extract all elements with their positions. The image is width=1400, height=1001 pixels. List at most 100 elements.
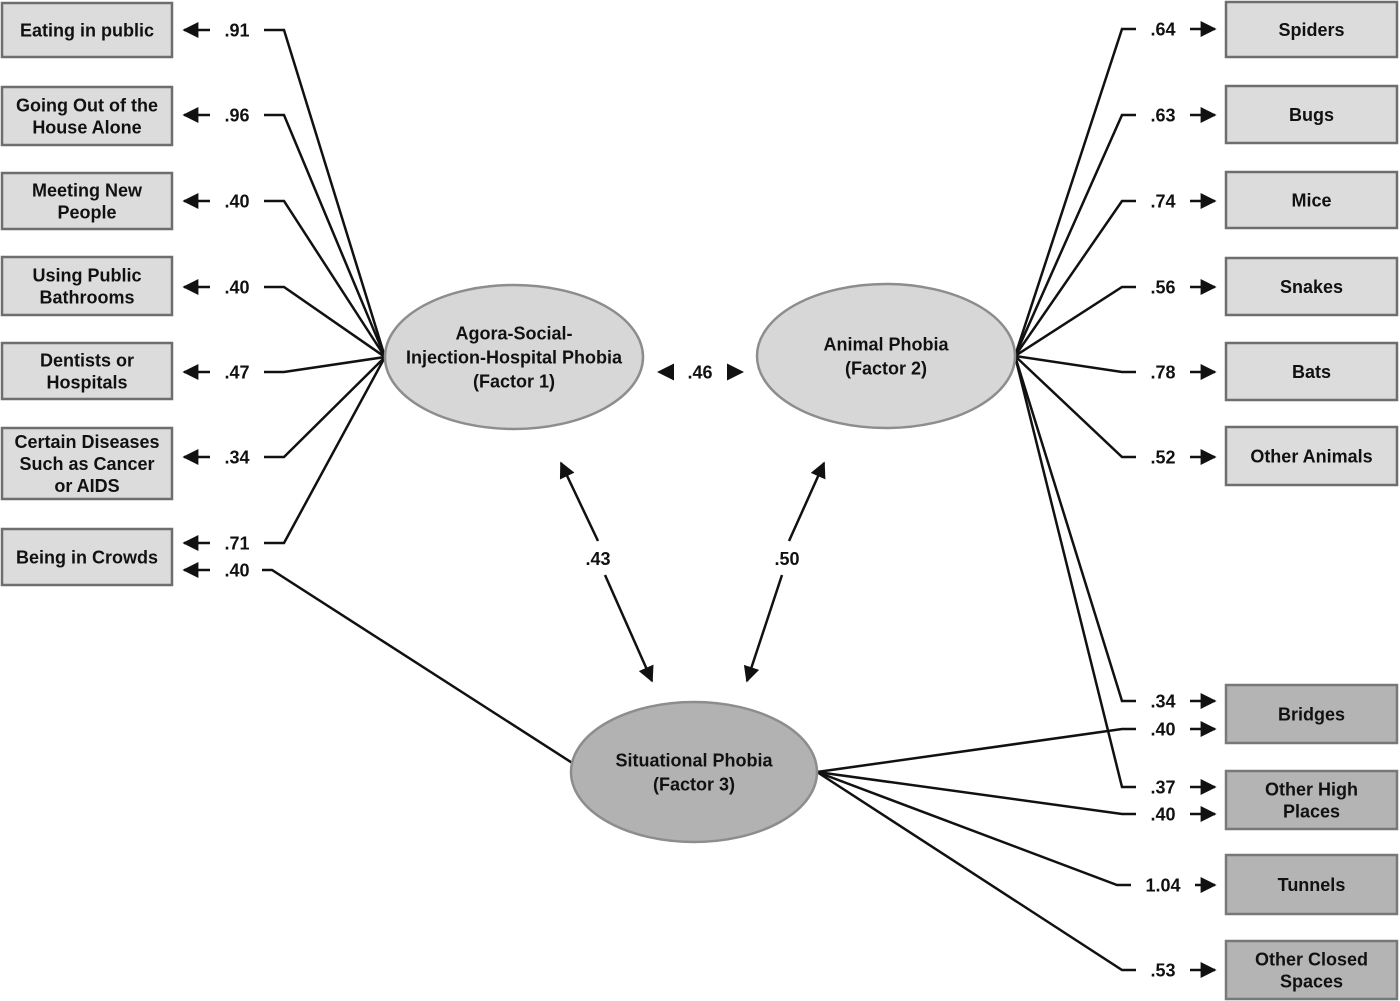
indicator-label-other-high-places-line: Places bbox=[1283, 802, 1340, 822]
loading-factor1-certain-diseases-such-as-cancer-or-aids: .34 bbox=[224, 448, 249, 468]
loading-factor3-other-high-places: .40 bbox=[1150, 805, 1175, 825]
loading-factor2-bridges: .34 bbox=[1150, 692, 1175, 712]
indicator-label-meeting-new-people-line: People bbox=[57, 203, 116, 223]
loading-factor1-being-in-crowds: .71 bbox=[224, 534, 249, 554]
edge-factor1-going-out-of-the-house-alone bbox=[264, 113, 387, 358]
indicator-label-snakes: Snakes bbox=[1280, 277, 1343, 297]
edge-factor2-spiders bbox=[1013, 27, 1136, 357]
indicator-box-using-public-bathrooms bbox=[0, 255, 174, 317]
indicator-label-other-closed-spaces-line: Other Closed bbox=[1255, 950, 1368, 970]
loading-factor1-dentists-or-hospitals: .47 bbox=[224, 363, 249, 383]
loading-factor2-other-animals: .52 bbox=[1150, 448, 1175, 468]
edge-factor1-using-public-bathrooms bbox=[264, 285, 386, 359]
loading-factor2-mice: .74 bbox=[1150, 192, 1175, 212]
indicator-box-meeting-new-people bbox=[0, 171, 174, 231]
indicator-label-mice: Mice bbox=[1291, 191, 1331, 211]
edge-factor3-tunnels bbox=[816, 770, 1131, 887]
indicator-box-going-out-of-the-house-alone bbox=[0, 85, 174, 147]
edge-factor2-bridges bbox=[1013, 355, 1136, 703]
indicator-box-other-closed-spaces bbox=[1224, 939, 1399, 1001]
indicator-label-bats: Bats bbox=[1292, 362, 1331, 382]
loading-factor2-snakes: .56 bbox=[1150, 278, 1175, 298]
indicator-label-using-public-bathrooms-line: Using Public bbox=[32, 266, 141, 286]
indicator-label-certain-diseases-such-as-cancer-or-aids-line: or AIDS bbox=[54, 476, 119, 496]
edge-factor3-other-closed-spaces bbox=[816, 770, 1136, 972]
indicator-box-other-high-places bbox=[1224, 769, 1399, 831]
loading-factor3-being-in-crowds: .40 bbox=[224, 561, 249, 581]
indicator-label-other-high-places-line: Other High bbox=[1265, 780, 1358, 800]
indicator-box-bats bbox=[1224, 341, 1399, 402]
loading-factor3-tunnels: 1.04 bbox=[1145, 876, 1180, 896]
edge-factor1-certain-diseases-such-as-cancer-or-aids bbox=[264, 356, 386, 459]
indicator-label-meeting-new-people-line: Meeting New bbox=[32, 181, 143, 201]
indicator-label-bugs: Bugs bbox=[1289, 105, 1334, 125]
correlation-factor1-factor3-value: .43 bbox=[585, 549, 610, 569]
indicator-box-bugs bbox=[1224, 84, 1399, 145]
indicator-label-using-public-bathrooms-line: Bathrooms bbox=[39, 288, 134, 308]
loading-factor1-using-public-bathrooms: .40 bbox=[224, 278, 249, 298]
indicator-label-other-animals: Other Animals bbox=[1250, 447, 1372, 467]
factor-label-factor2-line: (Factor 2) bbox=[845, 359, 927, 379]
indicator-box-dentists-or-hospitals bbox=[0, 341, 174, 401]
indicator-label-mice-line: Mice bbox=[1291, 191, 1331, 211]
indicator-label-bridges: Bridges bbox=[1278, 705, 1345, 725]
edge-factor1-being-in-crowds bbox=[264, 356, 387, 545]
indicator-label-bridges-line: Bridges bbox=[1278, 705, 1345, 725]
indicator-label-being-in-crowds: Being in Crowds bbox=[16, 548, 158, 568]
factor-label-factor3-line: (Factor 3) bbox=[653, 775, 735, 795]
correlation-factor2-factor3-arrow-lower bbox=[743, 574, 784, 683]
edge-factor2-bats bbox=[1014, 354, 1136, 374]
indicator-box-bridges bbox=[1224, 683, 1399, 745]
edge-factor2-other-animals bbox=[1014, 355, 1136, 459]
indicator-label-other-animals-line: Other Animals bbox=[1250, 447, 1372, 467]
indicator-label-other-closed-spaces-line: Spaces bbox=[1280, 972, 1343, 992]
indicator-label-snakes-line: Snakes bbox=[1280, 277, 1343, 297]
factor-label-factor3-line: Situational Phobia bbox=[615, 751, 773, 771]
edge-factor1-eating-in-public bbox=[264, 28, 387, 358]
loading-factor3-bridges: .40 bbox=[1150, 720, 1175, 740]
indicator-label-eating-in-public-line: Eating in public bbox=[20, 21, 154, 41]
indicator-box-being-in-crowds bbox=[0, 527, 174, 587]
loading-factor2-bugs: .63 bbox=[1150, 106, 1175, 126]
factor-ellipse-factor1 bbox=[383, 283, 645, 431]
correlation-factor1-factor2-left-arrowhead-icon bbox=[657, 363, 674, 381]
edge-factor2-mice bbox=[1013, 199, 1136, 357]
indicator-box-tunnels bbox=[1224, 853, 1399, 916]
loading-factor1-eating-in-public: .91 bbox=[224, 21, 249, 41]
loading-factor2-other-high-places: .37 bbox=[1150, 778, 1175, 798]
edge-factor2-bugs bbox=[1013, 113, 1136, 357]
factor-label-factor3: Situational Phobia (Factor 3) bbox=[615, 751, 773, 795]
indicator-label-being-in-crowds-line: Being in Crowds bbox=[16, 548, 158, 568]
edge-factor1-meeting-new-people bbox=[264, 199, 387, 358]
indicator-label-going-out-of-the-house-alone-line: House Alone bbox=[32, 118, 141, 138]
indicator-label-eating-in-public: Eating in public bbox=[20, 21, 154, 41]
factor-label-factor2: Animal Phobia (Factor 2) bbox=[823, 335, 949, 379]
indicator-label-spiders-line: Spiders bbox=[1278, 20, 1344, 40]
factor-label-factor1-line: Injection-Hospital Phobia bbox=[406, 348, 623, 368]
indicator-box-eating-in-public bbox=[0, 1, 174, 59]
edge-factor2-other-high-places bbox=[1013, 355, 1136, 789]
factor-label-factor2-line: Animal Phobia bbox=[823, 335, 949, 355]
loading-factor2-spiders: .64 bbox=[1150, 20, 1175, 40]
indicator-box-mice bbox=[1224, 170, 1399, 230]
correlation-factor1-factor3-arrow-upper bbox=[559, 461, 600, 542]
indicator-box-certain-diseases-such-as-cancer-or-aids bbox=[0, 426, 174, 501]
correlation-factor2-factor3-arrow-upper bbox=[787, 461, 826, 542]
indicator-label-certain-diseases-such-as-cancer-or-aids-line: Certain Diseases bbox=[14, 432, 159, 452]
loading-factor3-other-closed-spaces: .53 bbox=[1150, 961, 1175, 981]
edge-factor3-other-high-places bbox=[816, 770, 1136, 816]
factor-label-factor1: Agora-Social-Injection-Hospital Phobia(F… bbox=[406, 324, 623, 392]
indicator-box-spiders bbox=[1224, 0, 1399, 59]
indicator-label-bugs-line: Bugs bbox=[1289, 105, 1334, 125]
indicator-label-spiders: Spiders bbox=[1278, 20, 1344, 40]
correlation-factor1-factor2-value: .46 bbox=[687, 363, 712, 383]
edge-factor3-being-in-crowds bbox=[262, 568, 578, 768]
